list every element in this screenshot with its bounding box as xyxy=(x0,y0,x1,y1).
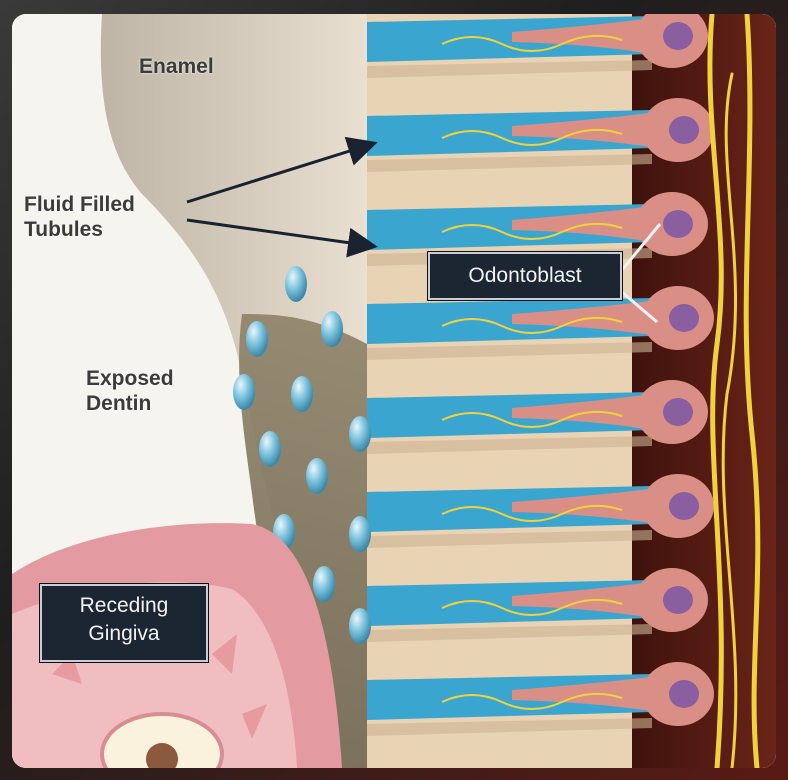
fluid-droplet xyxy=(321,311,343,347)
odontoblast-label-box: Odontoblast xyxy=(428,252,622,300)
fluid-droplet xyxy=(246,321,268,357)
fluid-droplet xyxy=(306,458,328,494)
fluid-droplet xyxy=(349,608,371,644)
fluid-label-line-1: Fluid Filled xyxy=(24,192,135,217)
odontoblast-nucleus xyxy=(663,22,693,50)
odontoblast-nucleus xyxy=(669,116,699,144)
odontoblast-nucleus xyxy=(669,680,699,708)
fluid-droplet xyxy=(259,431,281,467)
odontoblast-nucleus xyxy=(663,586,693,614)
odontoblast-nucleus xyxy=(663,210,693,238)
odontoblast-nucleus xyxy=(663,398,693,426)
fluid-droplet xyxy=(349,416,371,452)
fluid-droplet xyxy=(349,516,371,552)
exposed-label-line-1: Exposed xyxy=(86,366,174,391)
fluid-droplet xyxy=(233,374,255,410)
fluid-label-line-2: Tubules xyxy=(24,217,135,242)
exposed-label-line-2: Dentin xyxy=(86,391,174,416)
fluid-droplet xyxy=(285,266,307,302)
diagram-canvas: Enamel Fluid Filled Tubules Exposed Dent… xyxy=(12,14,776,768)
fluid-droplet xyxy=(291,376,313,412)
fluid-droplet xyxy=(313,566,335,602)
gingiva-label-line-1: Receding xyxy=(42,592,206,620)
odontoblast-nucleus xyxy=(669,304,699,332)
odontoblast-nucleus xyxy=(669,492,699,520)
receding-gingiva-label-box: Receding Gingiva xyxy=(40,584,208,662)
exposed-dentin-label: Exposed Dentin xyxy=(86,366,174,416)
enamel-label: Enamel xyxy=(139,54,214,79)
gingiva-label-line-2: Gingiva xyxy=(42,620,206,648)
fluid-filled-tubules-label: Fluid Filled Tubules xyxy=(24,192,135,242)
odontoblast-label: Odontoblast xyxy=(468,264,581,287)
